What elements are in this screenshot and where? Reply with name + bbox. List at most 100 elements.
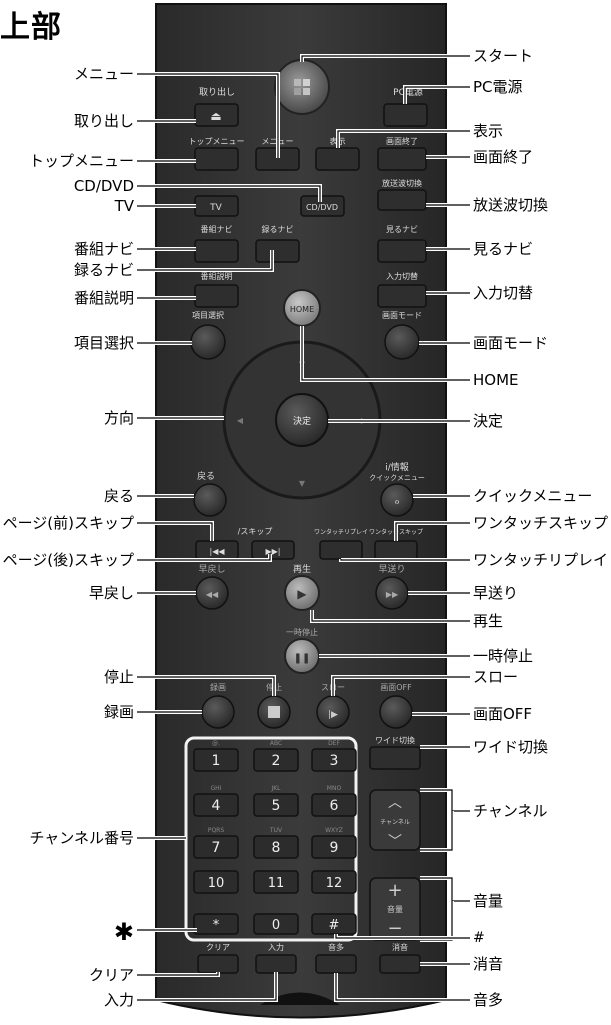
callout-left-label: メニュー	[73, 65, 134, 83]
broadcast-switch-button-label: 放送波切換	[382, 178, 422, 188]
number-key-label: 5	[272, 798, 281, 814]
one-touch-replay-button[interactable]	[319, 540, 363, 560]
pc-power-key-label: PC電源	[393, 87, 423, 98]
number-key-label: 8	[272, 840, 281, 856]
pc-power-button[interactable]	[383, 103, 428, 127]
leader-line	[301, 55, 470, 62]
number-key-12[interactable]	[311, 870, 357, 894]
leader-line	[301, 326, 470, 381]
callout-right-label: #	[473, 930, 485, 946]
number-key-label: 9	[330, 840, 339, 856]
play-icon: ▶	[297, 587, 307, 601]
number-key-sublabel: @.	[212, 740, 220, 747]
wide-switch-button-label: ワイド切換	[375, 735, 415, 745]
top-menu-button[interactable]	[194, 147, 239, 171]
number-key-sublabel: WXYZ	[325, 827, 343, 834]
multi-audio-button[interactable]	[315, 954, 357, 974]
callout-left-label: 入力	[103, 991, 134, 1009]
leader-line	[137, 676, 275, 696]
number-key-1[interactable]	[193, 748, 239, 772]
callout-right-label: 音量	[473, 892, 504, 910]
fast-forward-icon: ▶▶	[386, 590, 399, 599]
page-prev-icon: |◀◀	[210, 547, 226, 556]
cd-dvd-button[interactable]	[300, 195, 345, 217]
one-touch-skip-button[interactable]	[374, 540, 418, 560]
record-navi-button[interactable]	[255, 239, 300, 263]
callout-left-label: 番組説明	[73, 289, 134, 307]
number-key-4[interactable]	[193, 793, 239, 817]
fast-forward-key-label: 早送り	[378, 563, 405, 575]
volume-rocker-label: 音量	[387, 904, 403, 914]
back-button[interactable]	[193, 483, 227, 517]
number-key-11[interactable]	[253, 870, 299, 894]
slow-icon: |▶	[328, 710, 338, 720]
number-key-sublabel: DEF	[328, 740, 340, 747]
item-select-button[interactable]	[190, 324, 226, 360]
channel-rocker[interactable]	[369, 789, 421, 851]
screen-off-key-label: 画面OFF	[380, 683, 412, 692]
program-info-button[interactable]	[194, 284, 239, 308]
input-switch-button[interactable]	[377, 284, 427, 308]
start-button[interactable]	[274, 59, 330, 115]
stop-icon	[268, 706, 280, 718]
quick-menu-button[interactable]	[380, 483, 414, 517]
eject-button[interactable]	[194, 103, 239, 127]
number-key-label: 4	[212, 798, 221, 814]
number-key-sublabel: TUV	[269, 827, 283, 834]
home-text: HOME	[290, 305, 314, 314]
ir-emitter	[260, 992, 340, 1005]
program-navi-button[interactable]	[194, 239, 239, 263]
input-switch-button-label: 入力切替	[386, 271, 418, 281]
page-title: 上部	[0, 10, 62, 45]
pause-key-label: 一時停止	[286, 627, 318, 637]
number-key-sublabel: PQRS	[208, 827, 225, 834]
top-menu-button-label: トップメニュー	[189, 137, 245, 146]
leader-line	[420, 789, 470, 812]
number-key-6[interactable]	[311, 793, 357, 817]
callout-right-label: ワンタッチリプレイ	[473, 551, 609, 569]
number-key-label: *	[213, 918, 220, 933]
record-key-label: 録画	[210, 682, 226, 692]
display-button[interactable]	[315, 147, 360, 171]
quick-menu-icon: ℴ	[395, 496, 400, 507]
leader-line	[332, 676, 470, 696]
number-key-0[interactable]	[253, 913, 299, 935]
wide-switch-button[interactable]	[369, 746, 421, 770]
number-key-label: 3	[330, 753, 339, 769]
broadcast-switch-button[interactable]	[377, 189, 427, 211]
leader-line	[137, 972, 277, 1001]
number-key-8[interactable]	[253, 835, 299, 859]
page-next-skip-button[interactable]	[251, 540, 295, 560]
number-key-sublabel: MNO	[327, 785, 342, 792]
multi-audio-button-label: 音多	[328, 942, 344, 952]
leader-line	[137, 185, 321, 202]
record-button[interactable]	[201, 695, 235, 729]
input-button[interactable]	[255, 954, 297, 974]
play-button[interactable]	[284, 575, 320, 611]
callout-left-label: ページ(前)スキップ	[2, 514, 134, 532]
number-key-star[interactable]	[193, 913, 239, 935]
tv-text: TV	[209, 203, 222, 213]
watch-navi-button[interactable]	[377, 239, 427, 263]
callout-right-label: 決定	[473, 412, 504, 430]
leader-line	[420, 877, 470, 902]
clear-button[interactable]	[197, 954, 239, 974]
callout-right-label: 画面モード	[473, 334, 549, 352]
screen-mode-button[interactable]	[384, 324, 420, 360]
number-key-label: 11	[268, 876, 285, 891]
number-key-7[interactable]	[193, 835, 239, 859]
number-key-10[interactable]	[193, 870, 239, 894]
number-key-5[interactable]	[253, 793, 299, 817]
callout-left-label: 番組ナビ	[73, 240, 134, 258]
screen-exit-button[interactable]	[377, 147, 427, 171]
number-key-9[interactable]	[311, 835, 357, 859]
leader-line	[311, 610, 470, 622]
callout-right-label: 入力切替	[473, 284, 534, 302]
mute-button[interactable]	[379, 954, 421, 974]
callout-left-label: CD/DVD	[73, 177, 134, 195]
callout-right-label: 音多	[473, 991, 504, 1009]
number-key-2[interactable]	[253, 748, 299, 772]
screen-off-button[interactable]	[379, 695, 413, 729]
leader-line	[137, 522, 213, 541]
number-key-3[interactable]	[311, 748, 357, 772]
